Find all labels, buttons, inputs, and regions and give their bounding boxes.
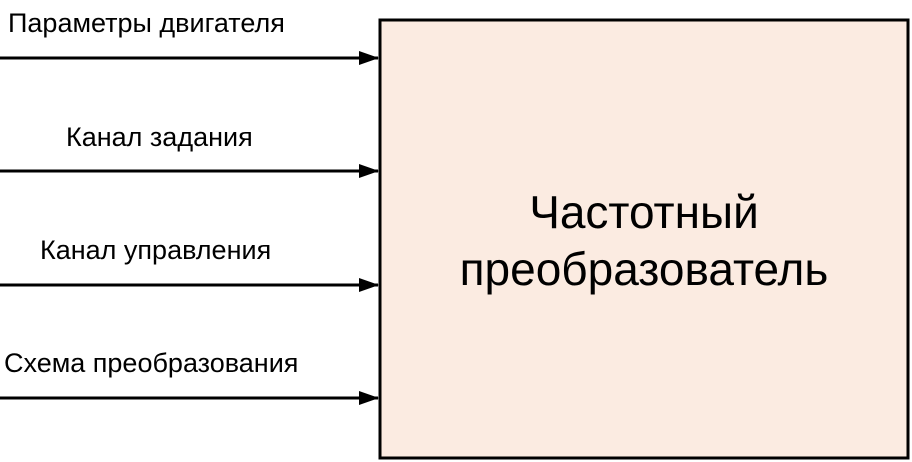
input-label-setpoint-channel: Канал задания — [66, 122, 253, 152]
input-label-conversion-scheme: Схема преобразования — [4, 348, 298, 378]
converter-title-line1: Частотный — [529, 186, 759, 238]
input-label-motor-parameters: Параметры двигателя — [8, 8, 285, 38]
converter-block — [378, 18, 910, 460]
input-label-control-channel: Канал управления — [40, 235, 271, 265]
converter-title-line2: преобразователь — [460, 243, 829, 295]
